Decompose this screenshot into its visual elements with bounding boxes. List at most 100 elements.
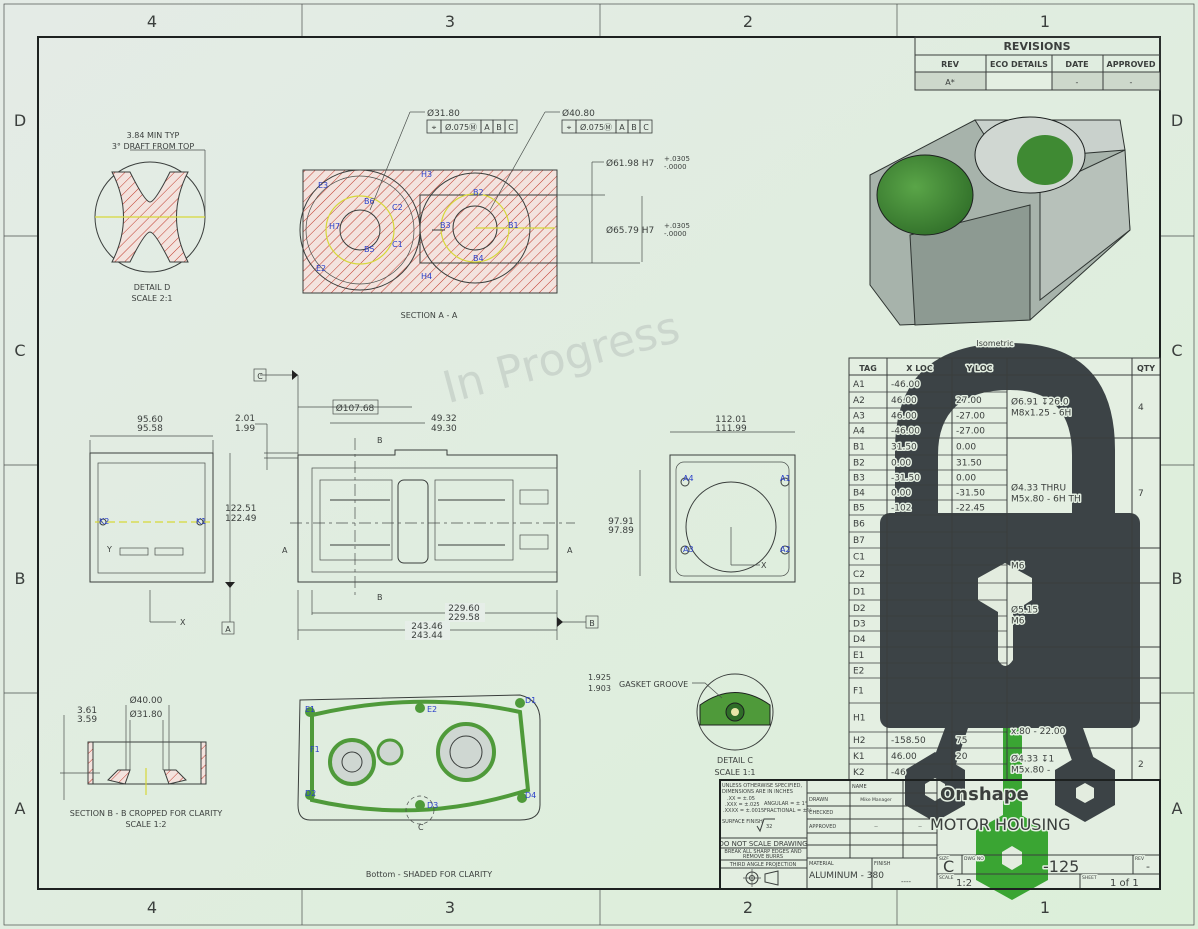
- hole-tag-cell: D1: [853, 588, 866, 598]
- datum-c: C: [257, 372, 263, 381]
- left-axis-x: X: [180, 618, 186, 627]
- hole-tag-cell: A1: [853, 380, 865, 390]
- hole-description: M6: [1011, 562, 1025, 572]
- hole-tag-cell: D4: [853, 635, 866, 645]
- tag-b3: B3: [440, 221, 451, 230]
- zone-col-2-bottom: 2: [743, 898, 753, 917]
- section-bb-scale: SCALE 1:2: [125, 820, 166, 829]
- approved-header: APPROVED: [1107, 60, 1156, 69]
- note-line-2: DIMENSIONS ARE IN INCHES: [722, 789, 793, 795]
- callout-dia-31-80: Ø31.80: [427, 108, 460, 119]
- hole-description: Ø6.91 ↧26.0: [1011, 397, 1069, 408]
- scale-value: 1:2: [956, 878, 972, 889]
- zone-col-2: 2: [743, 12, 753, 31]
- hole-tag-cell: B1: [853, 443, 865, 453]
- hole-table-header: Y LOC: [965, 364, 992, 373]
- zone-row-d: D: [14, 111, 26, 130]
- hole-description: M8x1.25 - 6H: [1011, 409, 1071, 419]
- note-angular: ANGULAR = ± 1°: [764, 801, 808, 807]
- tag-d4: D4: [525, 791, 536, 800]
- note-fractional: FRACTIONAL = ±⅛: [764, 808, 812, 814]
- hole-y-cell: -31.50: [956, 489, 985, 499]
- front-view: A A B B C Ø107.68 49.32 49.30 2.01 1.99 …: [235, 368, 599, 641]
- fcf-cell-text: C: [643, 123, 649, 132]
- hole-x-cell: 46.00: [891, 412, 917, 422]
- third-angle-projection-icon: [743, 869, 779, 887]
- note-tol-4: .XXXX = ±.0015: [723, 808, 764, 814]
- tag-b2: B2: [473, 188, 484, 197]
- hole-x-cell: -31.50: [891, 474, 920, 484]
- surface-finish-value: 32: [766, 824, 772, 830]
- section-b-marker-top: B: [377, 436, 383, 445]
- hole-description: M5x.80 - 6H TH: [1011, 495, 1081, 505]
- hole-tag-cell: K1: [853, 752, 865, 762]
- hole-tag-cell: B5: [853, 504, 865, 514]
- tag-b6: B6: [364, 197, 375, 206]
- dim-111-99: 111.99: [715, 424, 747, 434]
- hole-x-cell: -46.00: [891, 427, 920, 437]
- hole-tag-cell: D3: [853, 620, 866, 630]
- zone-row-d-right: D: [1171, 111, 1183, 130]
- zone-col-4-bottom: 4: [147, 898, 157, 917]
- dim-229-58: 229.58: [448, 613, 480, 623]
- tag-h3: H3: [421, 170, 432, 179]
- hole-tag-cell: E1: [853, 651, 864, 661]
- scale-label: SCALE: [939, 875, 954, 881]
- zone-col-3: 3: [445, 12, 455, 31]
- left-height-top: 122.51: [225, 504, 257, 514]
- left-width-top: 95.60: [137, 415, 163, 425]
- wrench-left-icon: [905, 728, 968, 822]
- zone-row-b: B: [15, 569, 26, 588]
- revisions-table: REVISIONS REV ECO DETAILS DATE APPROVED …: [914, 36, 1161, 91]
- dim-2-01: 2.01: [235, 414, 255, 424]
- section-aa-label: SECTION A - A: [401, 311, 458, 320]
- tag-e2: E2: [316, 264, 326, 273]
- zone-col-3-bottom: 3: [445, 898, 455, 917]
- size-label: SIZE: [939, 856, 949, 862]
- hole-x-cell: 46.00: [891, 752, 917, 762]
- note-tol-3: .XXX = ±.025: [725, 802, 760, 808]
- hole-y-cell: -27.00: [956, 427, 985, 437]
- dim-dia-65-79: Ø65.79 H7: [606, 225, 654, 236]
- drawing-title: MOTOR HOUSING: [930, 815, 1071, 834]
- zone-row-a: A: [15, 799, 26, 818]
- fcf-cell-text: A: [484, 123, 490, 132]
- section-b-marker-bottom: B: [377, 593, 383, 602]
- dim-65-79-tol-minus: -.0000: [664, 230, 687, 238]
- section-bb-view: Ø40.00 Ø31.80 3.61 3.59 SECTION B - B CR…: [60, 695, 222, 829]
- detail-d-dim-min: 3.84 MIN TYP: [127, 131, 180, 140]
- zone-col-1: 1: [1040, 12, 1050, 31]
- dim-dia-31-80: Ø31.80: [130, 709, 163, 720]
- zone-row-c: C: [14, 341, 25, 360]
- hole-description: x.80 - 22.00: [1011, 727, 1066, 737]
- fcf-cell-text: ⌖: [432, 123, 437, 132]
- detail-c-view: 1.925 1.903 GASKET GROOVE DETAIL C SCALE…: [588, 673, 774, 777]
- isometric-label: Isometric: [976, 339, 1013, 348]
- hole-tag-cell: A3: [853, 412, 865, 422]
- hole-y-cell: 0.00: [956, 443, 976, 453]
- hole-description: M6: [1011, 617, 1025, 627]
- left-view: K2 K1 95.60 95.58 122.51 122.49 A X Y: [89, 415, 257, 635]
- dim-dia-61-98: Ø61.98 H7: [606, 158, 654, 169]
- hole-x-cell: 0.00: [891, 489, 911, 499]
- hole-y-cell: 20: [956, 752, 968, 762]
- hole-tag-cell: C2: [853, 570, 865, 580]
- detail-d-label: DETAIL D: [134, 283, 170, 292]
- tag-c1: C1: [392, 240, 403, 249]
- datum-b: B: [589, 619, 595, 628]
- hole-y-cell: 31.50: [956, 459, 982, 469]
- section-a-marker-right: A: [567, 546, 573, 555]
- fcf-cell-text: ⌖: [567, 123, 572, 132]
- left-height-bottom: 122.49: [225, 514, 257, 524]
- hole-description: M5x.80 -: [1011, 766, 1050, 776]
- hole-table-header: TAG: [859, 364, 877, 373]
- hole-y-cell: 75: [956, 736, 967, 746]
- tag-d1: D1: [525, 696, 536, 705]
- gasket-groove-note: GASKET GROOVE: [619, 680, 688, 689]
- eco-header: ECO DETAILS: [990, 60, 1048, 69]
- isometric-view: [869, 116, 1131, 326]
- rev-header: REV: [941, 60, 960, 69]
